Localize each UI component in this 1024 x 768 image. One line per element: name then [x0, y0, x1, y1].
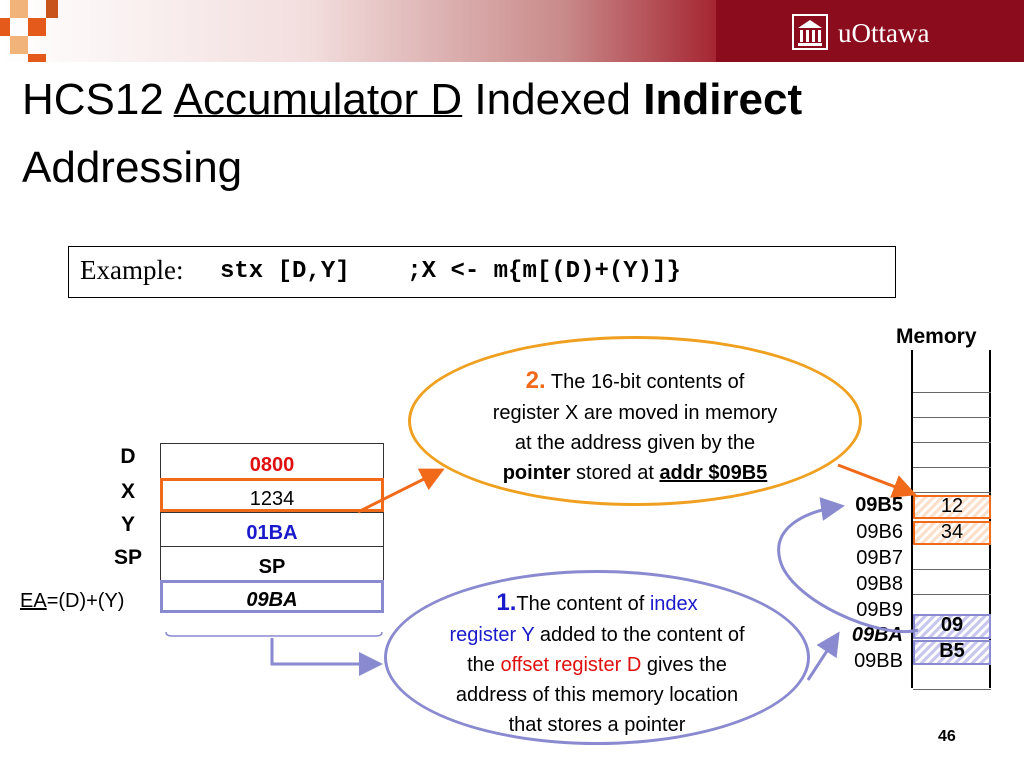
register-x-value: 1234 [249, 488, 295, 510]
callout1-line-5: that stores a pointer [508, 714, 686, 736]
effective-address-value: 09BA [246, 589, 298, 611]
callout2-line-2: register X are moved in memory [492, 402, 778, 424]
callout1-line-1: 1.The content of index [392, 588, 802, 619]
table-divider [160, 546, 384, 547]
page-number: 46 [938, 728, 956, 745]
memory-left-border [911, 350, 913, 688]
callout2-text-1: The 16-bit contents of [545, 371, 745, 393]
arrow-pointer-to-09b5 [777, 497, 919, 633]
memory-cell [913, 393, 991, 418]
register-label-x: X [120, 480, 135, 503]
register-label-sp: SP [113, 546, 142, 569]
register-label-y: Y [120, 513, 135, 536]
callout1-line-2: register Y added to the content of [392, 620, 802, 650]
pointer-high-byte: 09 [940, 614, 964, 636]
callout1-text-1: The content of [516, 593, 650, 615]
register-y-value: 01BA [246, 522, 298, 544]
register-d-value: 0800 [249, 454, 295, 476]
callout-step-1 [384, 570, 810, 745]
memory-right-border [989, 350, 991, 688]
memory-cell [913, 368, 991, 393]
callout2-line-1: 2. The 16-bit contents of [420, 366, 850, 397]
callout-step-2 [408, 336, 862, 506]
logo-area [716, 0, 1024, 62]
memory-title: Memory [896, 325, 977, 348]
arrow-callout-to-memory [837, 463, 917, 498]
callout1-line-4: address of this memory location [455, 684, 739, 706]
memory-cell [913, 545, 991, 570]
university-logo-text: uOttawa [838, 18, 930, 48]
step-2-number: 2. [525, 367, 546, 394]
callout1-index-word: index [649, 593, 698, 615]
slide-title-line-2: Addressing [22, 143, 243, 192]
callout1-text-3c: gives the [641, 654, 727, 676]
memory-value: 34 [940, 521, 964, 543]
university-building-icon [792, 14, 828, 50]
memory-value: 12 [940, 495, 964, 517]
callout1-text-2: added to the content of [534, 624, 745, 646]
ea-formula: =(D)+(Y) [46, 590, 125, 612]
memory-cell-09bb [913, 640, 991, 665]
memory-address: 09BB [854, 650, 903, 672]
memory-address: 09B9 [856, 599, 903, 621]
callout1-text-3a: the [467, 654, 501, 676]
register-x-highlight [160, 478, 384, 512]
pointer-low-byte: B5 [939, 640, 965, 662]
callout2-line-3: at the address given by the [514, 432, 756, 454]
memory-cell-09b5 [913, 495, 991, 519]
brace [165, 631, 383, 637]
register-label-d: D [120, 445, 136, 468]
memory-cell [913, 443, 991, 468]
register-sp-value: SP [258, 556, 286, 578]
ea-highlight [160, 580, 384, 613]
callout1-register-y: register Y [449, 624, 535, 646]
memory-cell-09ba [913, 614, 991, 639]
memory-address-09b5: 09B5 [855, 494, 903, 516]
arrow-brace-to-callout [270, 638, 383, 676]
memory-address: 09B6 [856, 521, 903, 543]
effective-address-label: EA=(D)+(Y) [20, 590, 124, 613]
memory-cell [913, 570, 991, 595]
callout2-text-4: stored at [570, 462, 660, 484]
callout1-line-3: the offset register D gives the [392, 650, 802, 680]
memory-address: 09B7 [856, 547, 903, 569]
pointer-word: pointer [502, 462, 571, 484]
memory-address: 09B8 [856, 573, 903, 595]
memory-cell [913, 418, 991, 443]
example-code: stx [D,Y] ;X <- m{m[(D)+(Y)]} [220, 258, 681, 285]
memory-cell [913, 468, 991, 493]
title-part-2: Accumulator D [173, 75, 463, 124]
title-part-3: Indexed [462, 75, 644, 124]
example-box [68, 246, 896, 298]
step-1-number: 1. [496, 589, 517, 616]
table-divider [160, 512, 384, 513]
memory-cell [913, 665, 991, 690]
arrow-callout-to-09ba [806, 631, 840, 681]
pointer-address: addr $09B5 [659, 462, 768, 484]
example-label: Example: [80, 255, 184, 285]
callout2-line-4: pointer stored at addr $09B5 [420, 458, 850, 488]
title-part-1: HCS12 [22, 75, 174, 124]
memory-cell-09b6 [913, 521, 991, 545]
arrow-x-to-callout [357, 468, 445, 514]
ea-abbrev: EA [20, 590, 47, 612]
slide-title: HCS12 Accumulator D Indexed Indirect [22, 72, 802, 128]
callout1-offset-register-d: offset register D [500, 654, 642, 676]
title-part-4: Indirect [643, 75, 803, 124]
